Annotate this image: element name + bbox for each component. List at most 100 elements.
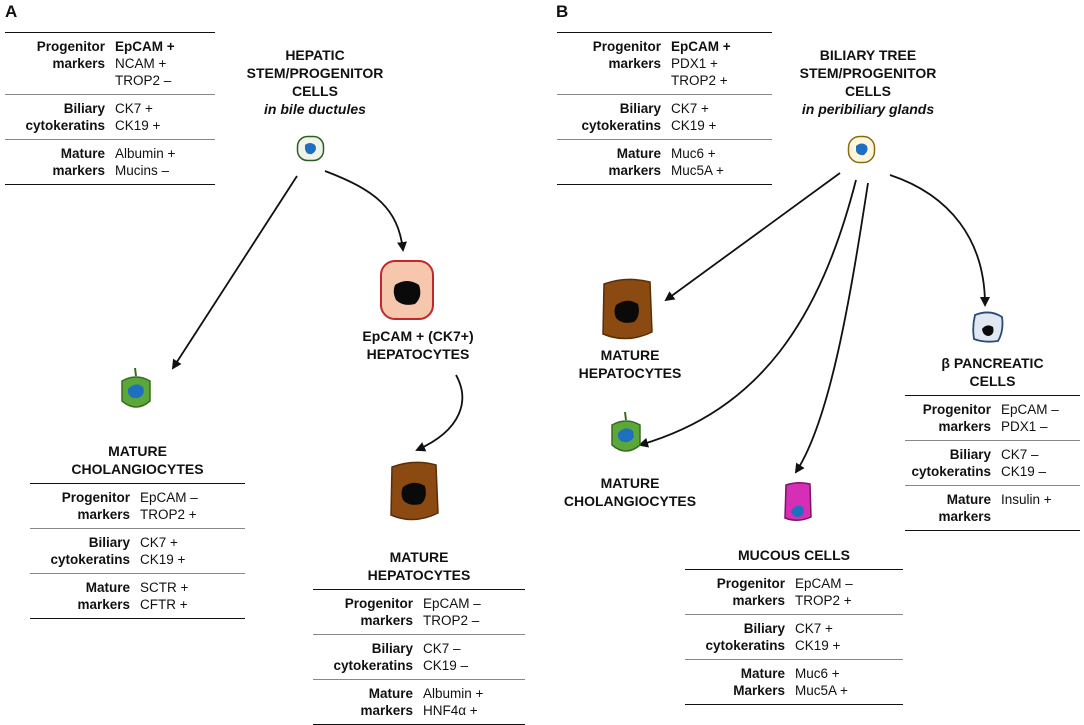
hepatic-stem-cell-icon <box>296 135 325 162</box>
marker-category: Mature Markers <box>733 666 785 698</box>
marker-category: Progenitor markers <box>61 490 130 522</box>
arrow-biliary-to-mucous <box>794 182 869 474</box>
b-cholangiocyte-cell-icon <box>611 411 641 452</box>
marker-value: NCAM + <box>115 56 167 71</box>
marker-values: Albumin +Mucins – <box>105 145 175 179</box>
marker-row: Biliary cytokeratins CK7 + CK19 + <box>557 94 772 139</box>
marker-value: PDX1 + <box>671 56 718 71</box>
panel-b-label: B <box>556 2 569 21</box>
marker-values: CK7 + CK19 + <box>785 620 840 654</box>
marker-row: Progenitor markers EpCAM – PDX1 – <box>905 395 1080 440</box>
marker-value: Muc6 + <box>671 146 716 161</box>
marker-value: EpCAM – <box>140 490 198 505</box>
marker-value: CFTR + <box>140 597 188 612</box>
marker-row: Biliary cytokeratins CK7 + CK19 + <box>685 614 903 659</box>
marker-value: Muc6 + <box>795 666 840 681</box>
marker-value: EpCAM – <box>423 596 481 611</box>
a-cholangiocytes-table: MATURE CHOLANGIOCYTES Progenitor markers E… <box>30 442 245 619</box>
biliary-stem-subtitle: in peribiliary glands <box>801 101 935 117</box>
marker-value: TROP2 + <box>671 73 728 88</box>
marker-value: EpCAM + <box>115 39 175 54</box>
table-title: MATURE HEPATOCYTES <box>367 549 471 583</box>
marker-value: Mucins – <box>115 163 170 178</box>
marker-category: Progenitor markers <box>36 39 105 71</box>
marker-value: SCTR + <box>140 580 189 595</box>
marker-values: CK7 + CK19 + <box>661 100 716 134</box>
marker-value: CK19 + <box>795 638 841 653</box>
marker-value: CK19 + <box>140 552 186 567</box>
marker-value: EpCAM – <box>795 576 853 591</box>
marker-values: CK7 + CK19 + <box>130 534 185 568</box>
mucous-cell-icon <box>784 481 812 521</box>
marker-value: TROP2 – <box>423 613 480 628</box>
marker-values: CK7 – CK19 – <box>991 446 1046 480</box>
marker-value: Muc5A + <box>795 683 848 698</box>
marker-category: Progenitor markers <box>716 576 785 608</box>
marker-category: Biliary cytokeratins <box>705 621 785 653</box>
b-cholangiocytes-title: MATURE CHOLANGIOCYTES <box>563 475 697 509</box>
marker-row: Mature markers Muc6 + Muc5A + <box>557 139 772 185</box>
marker-values: EpCAM + NCAM + TROP2 – <box>105 38 175 89</box>
arrow-hepatic-to-cholangiocytes <box>171 175 298 370</box>
marker-row: Progenitor markers EpCAM + NCAM + TROP2 – <box>5 32 215 94</box>
marker-values: EpCAM – PDX1 – <box>991 401 1059 435</box>
biliary-stem-cell-icon <box>847 135 876 164</box>
marker-values: Albumin +HNF4α + <box>413 685 483 719</box>
marker-value: CK19 + <box>671 118 717 133</box>
a-hepatocyte-cell-icon <box>390 461 439 521</box>
marker-value: CK7 + <box>671 101 709 116</box>
marker-row: Biliary cytokeratins CK7 + CK19 + <box>5 94 215 139</box>
arrow-biliary-to-pancreatic <box>889 174 990 307</box>
marker-value: TROP2 + <box>140 507 197 522</box>
hepatic-stem-marker-table: Progenitor markers EpCAM + NCAM + TROP2 – Bi… <box>5 32 215 185</box>
marker-value: Muc5A + <box>671 163 724 178</box>
marker-category: Progenitor markers <box>922 402 991 434</box>
marker-category: Mature markers <box>360 686 413 718</box>
arrow-hepatic-to-intermediate <box>324 170 408 252</box>
marker-value: CK7 + <box>140 535 178 550</box>
marker-value: EpCAM + <box>671 39 731 54</box>
marker-row: Mature markers Insulin + <box>905 485 1080 531</box>
panel-a-label: A <box>5 2 18 21</box>
marker-value: EpCAM – <box>1001 402 1059 417</box>
marker-value: CK19 – <box>423 658 469 673</box>
marker-values: CK7 – CK19 – <box>413 640 468 674</box>
marker-value: HNF4α + <box>423 703 478 718</box>
marker-value: CK7 + <box>115 101 153 116</box>
marker-values: Muc6 + Muc5A + <box>661 145 724 179</box>
marker-value: CK7 + <box>795 621 833 636</box>
marker-category: Biliary cytokeratins <box>581 101 661 133</box>
marker-value: CK7 – <box>1001 447 1039 462</box>
marker-category: Biliary cytokeratins <box>25 101 105 133</box>
marker-values: EpCAM – TROP2 + <box>785 575 853 609</box>
marker-value: CK19 + <box>115 118 161 133</box>
marker-category: Mature markers <box>608 146 661 178</box>
marker-values: Insulin + <box>991 491 1052 525</box>
marker-value: CK19 – <box>1001 464 1047 479</box>
marker-value: Insulin + <box>1001 492 1052 507</box>
marker-value: PDX1 – <box>1001 419 1048 434</box>
table-title: MATURE CHOLANGIOCYTES <box>71 443 204 477</box>
marker-value: CK7 – <box>423 641 461 656</box>
intermediate-hepatocyte-cell-icon <box>380 260 434 320</box>
marker-value: TROP2 + <box>795 593 852 608</box>
b-hepatocytes-title: MATURE HEPATOCYTES <box>578 347 682 381</box>
marker-value: TROP2 – <box>115 73 172 88</box>
hepatic-stem-subtitle: in bile ductules <box>264 101 366 117</box>
marker-values: EpCAM – TROP2 – <box>413 595 481 629</box>
arrow-intermediate-to-hepatocytes <box>415 374 464 452</box>
marker-values: Muc6 + Muc5A + <box>785 665 848 699</box>
marker-category: Mature markers <box>938 492 991 524</box>
